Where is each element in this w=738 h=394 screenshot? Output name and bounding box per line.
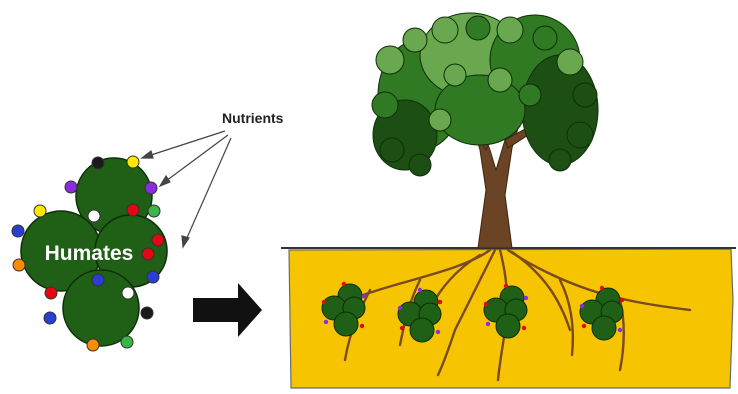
nutrient-dot [13, 259, 25, 271]
nutrient-dot [147, 271, 159, 283]
nutrient-dot [127, 204, 139, 216]
pointer-arrowhead [182, 236, 189, 247]
nutrient-dot [45, 287, 57, 299]
nutrient-dot [122, 287, 134, 299]
pointer-arrow [148, 131, 225, 156]
pointer-arrow [186, 138, 231, 240]
pointer-arrow [166, 135, 228, 181]
nutrient-dot [142, 248, 154, 260]
nutrient-dot [44, 312, 56, 324]
nutrient-dot [34, 205, 46, 217]
nutrient-dot [148, 205, 160, 217]
nutrient-dot [12, 225, 24, 237]
nutrient-dot [145, 182, 157, 194]
humates-label: Humates [45, 242, 134, 265]
nutrient-dot [152, 234, 164, 246]
nutrient-dot [127, 156, 139, 168]
nutrient-dot [65, 181, 77, 193]
nutrient-dot [92, 274, 104, 286]
pointer-arrowhead [160, 176, 170, 186]
nutrient-dot [121, 336, 133, 348]
nutrient-dot [92, 157, 104, 169]
canopy-cluster [435, 75, 525, 145]
nutrient-dot [88, 210, 100, 222]
transition-arrow [193, 283, 262, 337]
nutrients-label: Nutrients [222, 110, 284, 126]
pointer-arrowhead [142, 151, 153, 158]
nutrient-dot [87, 339, 99, 351]
nutrient-dot [141, 307, 153, 319]
